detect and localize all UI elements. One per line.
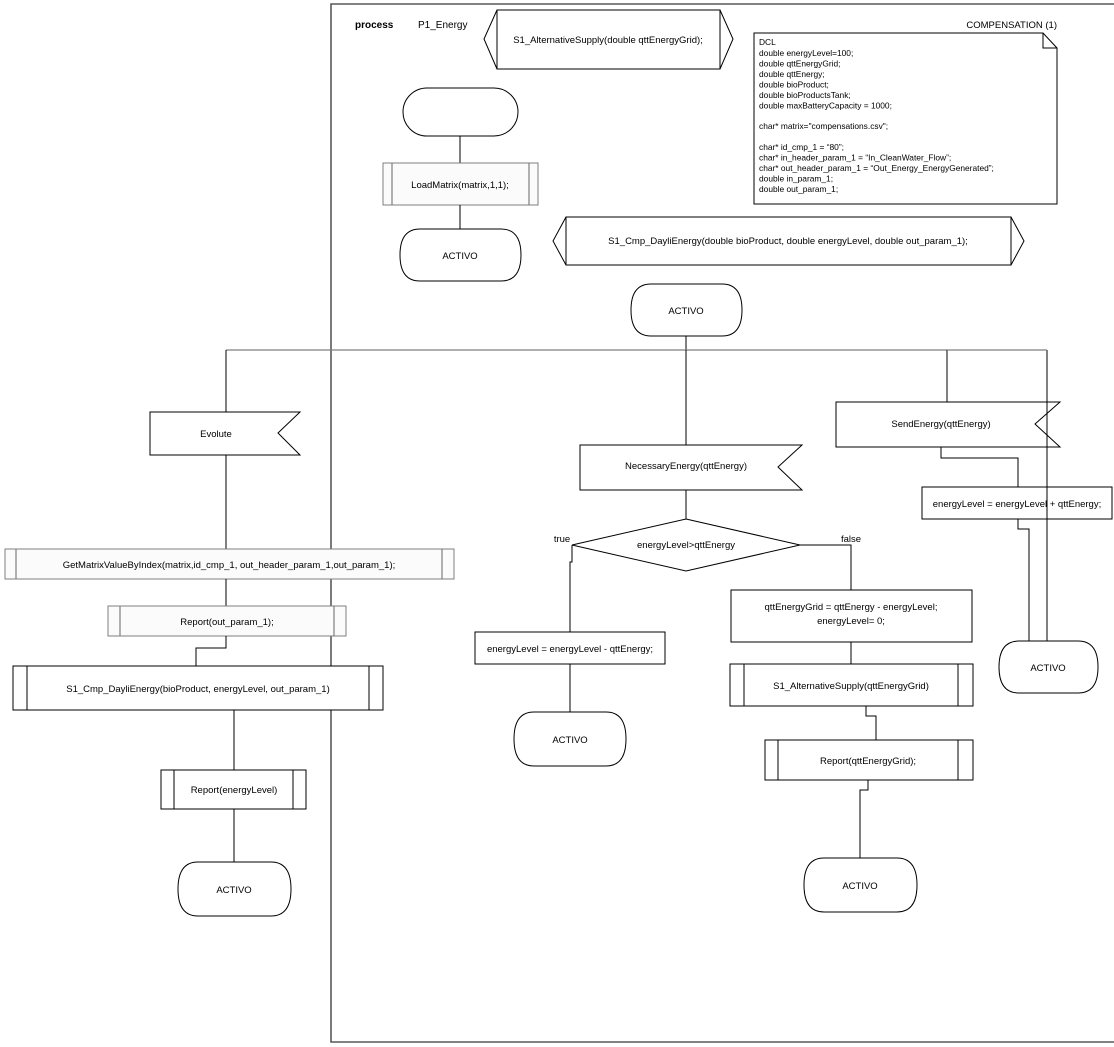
- procedure-call-report-energy-level-label: Report(energyLevel): [191, 785, 278, 796]
- state-activo-right-label: ACTIVO: [1030, 663, 1065, 674]
- decision-branch-true-label: true: [554, 534, 570, 545]
- decision-branch-false-label: false: [841, 534, 861, 545]
- task-energy-grid: [730, 589, 973, 643]
- state-activo-true-label: ACTIVO: [552, 735, 587, 746]
- input-necessary-energy-label: NecessaryEnergy(qttEnergy): [625, 461, 747, 472]
- connector-reportgrid-to-activo: [859, 780, 869, 858]
- dcl-line-9: char* id_cmp_1 = “80”;: [759, 142, 844, 152]
- procedure-call-load-matrix-label: LoadMatrix(matrix,1,1);: [411, 180, 509, 191]
- state-activo-false-label: ACTIVO: [842, 881, 877, 892]
- procedure-call-report-out-param-label: Report(out_param_1);: [180, 617, 273, 628]
- procedure-call-report-grid-label: Report(qttEnergyGrid);: [820, 756, 916, 767]
- state-activo-1: [399, 228, 522, 282]
- output-alternative-supply-label: S1_AlternativeSupply(qttEnergyGrid): [773, 681, 929, 692]
- task-energy-plus: [921, 486, 1113, 520]
- decision-energy-level-gt-qtt: [571, 518, 801, 572]
- signal-decl-cmp-dayli-energy: [552, 216, 1025, 266]
- connector-altsupply-to-reportgrid: [865, 706, 877, 740]
- procedure-call-report-grid: [764, 739, 974, 781]
- input-evolute-label: Evolute: [200, 429, 232, 440]
- input-evolute: [149, 411, 302, 456]
- dcl-line-12: double in_param_1;: [759, 174, 833, 184]
- dcl-title: DCL: [759, 37, 776, 47]
- start-symbol: [402, 87, 519, 137]
- task-energy-grid-line2: energyLevel= 0;: [817, 616, 885, 627]
- decision-label: energyLevel>qttEnergy: [637, 540, 735, 551]
- task-energy-minus-label: energyLevel = energyLevel - qttEnergy;: [487, 644, 653, 655]
- task-energy-minus: [474, 631, 666, 665]
- connector-sendenergy-to-taskplus: [940, 447, 1019, 487]
- signal-decl-cmp-dayli-energy-label: S1_Cmp_DayliEnergy(double bioProduct, do…: [608, 236, 968, 247]
- frame-keyword: process: [355, 20, 394, 31]
- state-activo-true: [513, 711, 627, 767]
- dcl-line-0: double energyLevel=100;: [759, 48, 853, 58]
- procedure-call-report-out-param: [107, 605, 347, 637]
- procedure-call-get-matrix-value: [4, 548, 455, 580]
- output-cmp-dayli-energy-label: S1_Cmp_DayliEnergy(bioProduct, energyLev…: [66, 684, 330, 695]
- dcl-line-4: double bioProductsTank;: [759, 90, 851, 100]
- task-energy-plus-label: energyLevel = energyLevel + qttEnergy;: [933, 499, 1101, 510]
- state-activo-left-label: ACTIVO: [216, 885, 251, 896]
- state-activo-main: [630, 283, 743, 337]
- dcl-note-box: [753, 32, 1058, 205]
- input-necessary-energy: [579, 444, 804, 491]
- dcl-line-1: double qttEnergyGrid;: [759, 59, 840, 69]
- state-activo-left: [177, 861, 292, 917]
- procedure-call-report-energy-level: [160, 769, 307, 810]
- dcl-line-13: double out_param_1;: [759, 184, 838, 194]
- task-energy-grid-line1: qttEnergyGrid = qttEnergy - energyLevel;: [765, 602, 938, 613]
- state-activo-right: [998, 640, 1099, 694]
- dcl-line-2: double qttEnergy;: [759, 69, 825, 79]
- frame-process-name: P1_Energy: [418, 20, 467, 31]
- compensation-label: COMPENSATION (1): [966, 20, 1057, 31]
- output-alternative-supply: [729, 663, 974, 707]
- state-activo-false: [803, 857, 918, 913]
- dcl-note-text: DCL double energyLevel=100; double qttEn…: [759, 37, 994, 194]
- signal-decl-alternative-supply-label: S1_AlternativeSupply(double qttEnergyGri…: [513, 35, 703, 46]
- connector-report-to-cmpdayli: [195, 636, 227, 666]
- procedure-call-load-matrix: [382, 162, 539, 206]
- dcl-line-5: double maxBatteryCapacity = 1000;: [759, 101, 892, 111]
- output-cmp-dayli-energy: [12, 665, 384, 711]
- branch-bus: [225, 336, 948, 445]
- signal-decl-alternative-supply: [483, 9, 734, 70]
- decision-branch-connectors: [569, 544, 852, 632]
- dcl-line-11: char* out_header_param_1 = “Out_Energy_E…: [759, 163, 994, 173]
- dcl-line-10: char* in_header_param_1 = “In_CleanWater…: [759, 153, 951, 163]
- process-frame: [330, 3, 1114, 1043]
- state-activo-1-label: ACTIVO: [442, 251, 477, 262]
- connector-taskplus-to-activo: [1017, 519, 1030, 641]
- state-activo-main-label: ACTIVO: [668, 306, 703, 317]
- input-send-energy-label: SendEnergy(qttEnergy): [891, 419, 990, 430]
- dcl-line-3: double bioProduct;: [759, 80, 829, 90]
- dcl-line-7: char* matrix="compensations.csv";: [759, 121, 888, 131]
- procedure-call-get-matrix-value-label: GetMatrixValueByIndex(matrix,id_cmp_1, o…: [63, 560, 396, 571]
